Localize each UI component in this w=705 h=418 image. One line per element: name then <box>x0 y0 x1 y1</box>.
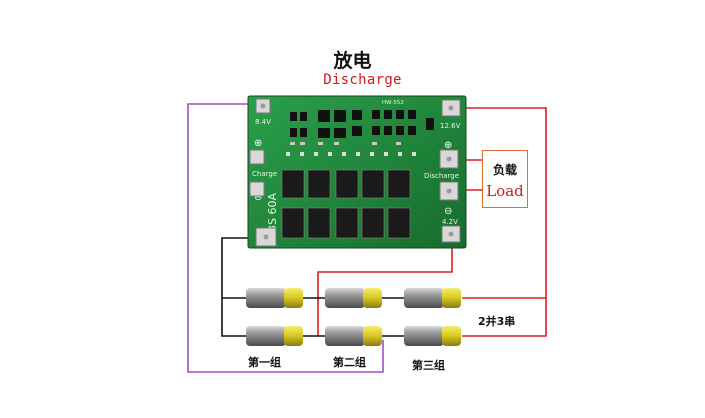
minus-symbol: ⊖ <box>254 192 262 203</box>
red-wire-12v6 <box>457 107 547 299</box>
board-model: HW-552 <box>382 100 404 106</box>
minus-symbol-right: ⊖ <box>444 206 452 217</box>
plus-symbol: ⊕ <box>254 138 262 149</box>
pad-12v6-label: 12.6V <box>440 122 461 130</box>
load-label-cn: 负载 <box>492 163 517 177</box>
group-label-3: 第三组 <box>412 359 445 372</box>
title-english: Discharge <box>323 72 402 88</box>
plus-symbol-right: ⊕ <box>444 140 452 151</box>
battery-cell <box>404 288 461 308</box>
pad-8v4-label: 8.4V <box>255 118 271 126</box>
battery-cell <box>325 326 382 346</box>
black-wire <box>221 237 262 337</box>
charge-label: Charge <box>252 170 277 178</box>
load-label-en: Load <box>486 182 524 200</box>
battery-group-2 <box>325 288 382 346</box>
battery-cell <box>404 326 461 346</box>
battery-group-1 <box>246 288 303 346</box>
battery-cell <box>246 326 303 346</box>
board-rating: 3S 60A <box>266 193 279 232</box>
config-label: 2并3串 <box>478 315 516 328</box>
group-label-2: 第二组 <box>333 356 366 369</box>
pad-charge-minus <box>249 181 265 197</box>
red-wire-12v6-bottom <box>462 298 547 337</box>
group-label-1: 第一组 <box>248 356 281 369</box>
battery-cell <box>325 288 382 308</box>
bms-board: HW-552 <box>247 95 467 249</box>
battery-group-3 <box>404 288 461 346</box>
purple-wire <box>187 103 384 373</box>
load-box: 负载 Load <box>482 150 528 208</box>
pad-4v2-label: 4.2V <box>442 218 458 226</box>
battery-cell <box>246 288 303 308</box>
title-chinese: 放电 <box>333 50 372 72</box>
red-wire-4v2 <box>317 244 453 336</box>
pad-charge-plus <box>249 149 265 165</box>
discharge-label: Discharge <box>424 172 459 180</box>
